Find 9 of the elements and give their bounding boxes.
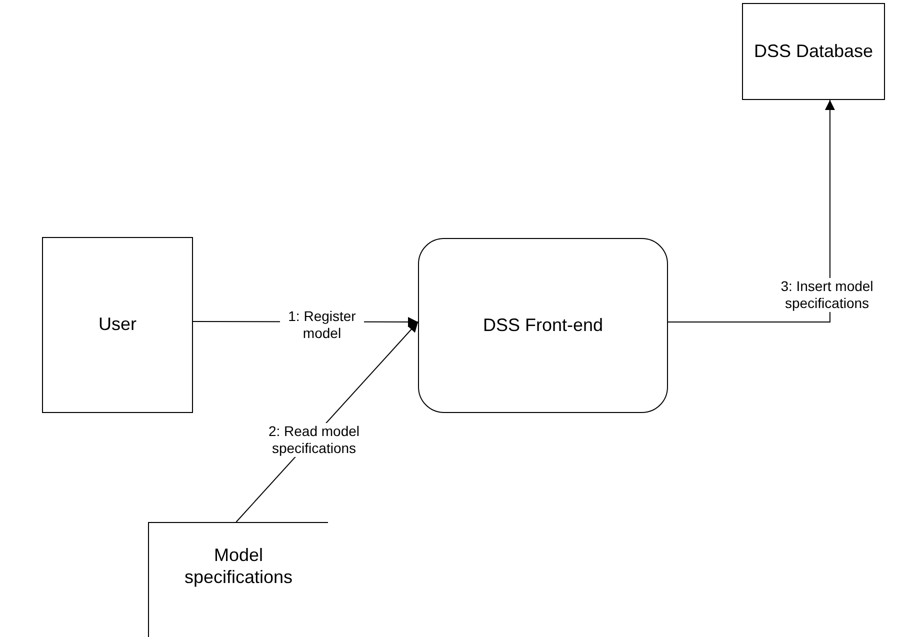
arrow	[668, 100, 835, 322]
node-label: Model specifications	[183, 545, 294, 588]
node-label: DSS Front-end	[482, 314, 604, 336]
data-store-box	[148, 522, 328, 637]
actor-box	[42, 237, 193, 413]
node-label: DSS Database	[754, 40, 874, 62]
node-label: User	[98, 314, 136, 336]
process-box	[418, 238, 668, 413]
data-store-box	[742, 3, 885, 100]
